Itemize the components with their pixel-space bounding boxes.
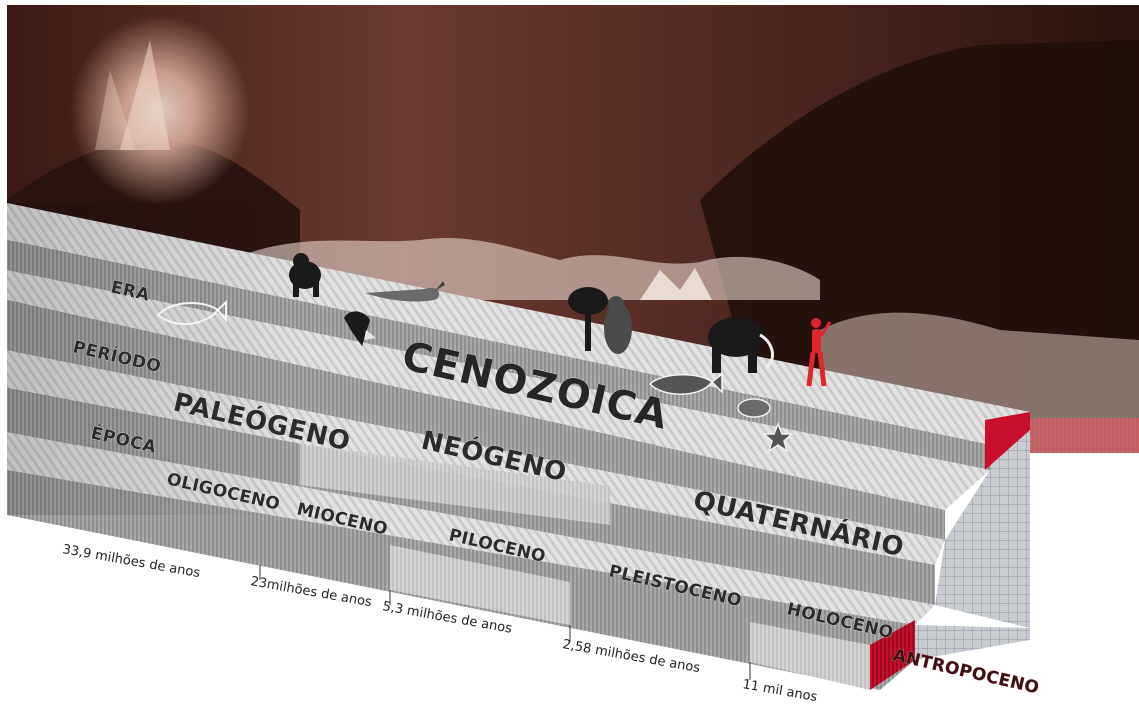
epoch-label-antropoceno: ANTROPOCENO <box>891 645 1041 698</box>
date-label-11-mil: 11 mil anos <box>741 677 818 705</box>
turtle-icon <box>738 399 770 417</box>
